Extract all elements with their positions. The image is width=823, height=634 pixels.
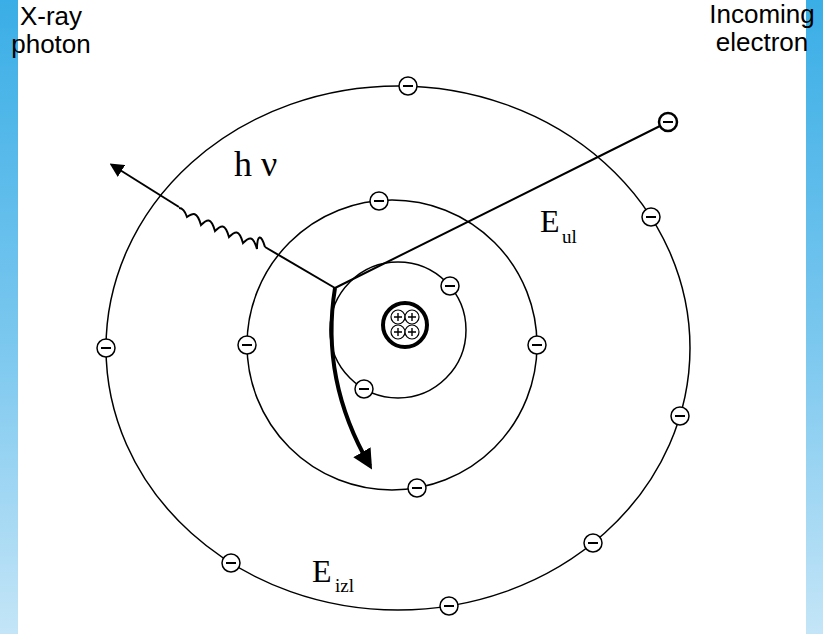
white-panel: [18, 0, 806, 634]
photon-wave: [179, 208, 265, 249]
deflected-track: [332, 288, 370, 466]
middle-shell: [247, 200, 537, 490]
inner-shell: [330, 262, 466, 398]
photon-arrow: [112, 165, 179, 207]
nucleus: [383, 303, 427, 347]
energy-subscript: ul: [562, 227, 577, 246]
energy-subscript: izl: [335, 576, 354, 595]
energy-symbol: E: [540, 205, 560, 237]
plus-signs: [394, 313, 416, 336]
photon-energy: h ν: [234, 146, 277, 182]
electron-track: [335, 122, 668, 288]
nucleus-outline: [383, 303, 427, 347]
energy-symbol: E: [312, 555, 332, 587]
electron-label: Incoming electron: [705, 0, 819, 56]
electrons: [97, 77, 689, 615]
minus-signs: [101, 86, 685, 606]
outer-shell: [106, 86, 690, 610]
photon-label: X-ray photon: [2, 2, 100, 58]
photon-line: [265, 247, 335, 288]
